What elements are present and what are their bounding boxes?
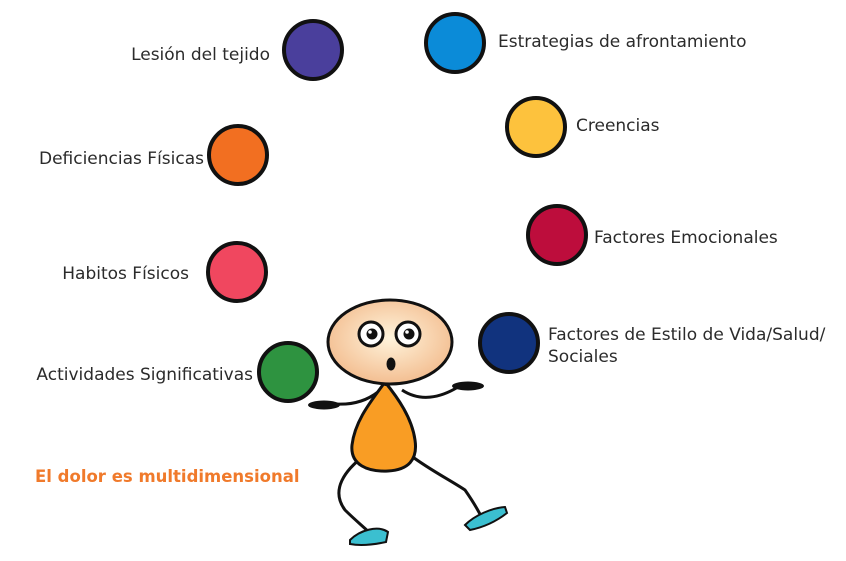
- ball-estilo: [478, 312, 540, 374]
- label-estilo-line2: Sociales: [548, 347, 618, 367]
- right-shoe: [463, 505, 509, 532]
- label-lesion: Lesión del tejido: [131, 45, 270, 65]
- right-hand: [452, 381, 484, 391]
- ball-actividades: [257, 341, 319, 403]
- ball-habitos: [206, 241, 268, 303]
- label-creencias: Creencias: [576, 116, 660, 136]
- ball-estrategias: [424, 12, 486, 74]
- label-habitos: Habitos Físicos: [62, 264, 189, 284]
- right-arm: [401, 385, 459, 399]
- figure-body: [350, 379, 418, 473]
- label-estilo-line1: Factores de Estilo de Vida/Salud/: [548, 325, 826, 345]
- left-leg: [337, 453, 374, 537]
- left-shoe: [349, 527, 390, 547]
- right-leg: [409, 453, 484, 519]
- figure-head: [326, 298, 454, 386]
- label-estrategias: Estrategias de afrontamiento: [498, 32, 747, 52]
- left-hand: [308, 400, 340, 410]
- ball-lesion: [282, 19, 344, 81]
- label-actividades: Actividades Significativas: [36, 365, 253, 385]
- ball-emocionales: [526, 204, 588, 266]
- label-deficiencias: Deficiencias Físicas: [38, 149, 204, 169]
- ball-creencias: [505, 96, 567, 158]
- ball-deficiencias: [207, 124, 269, 186]
- label-emocionales: Factores Emocionales: [594, 228, 778, 248]
- diagram-caption: El dolor es multidimensional: [35, 467, 300, 486]
